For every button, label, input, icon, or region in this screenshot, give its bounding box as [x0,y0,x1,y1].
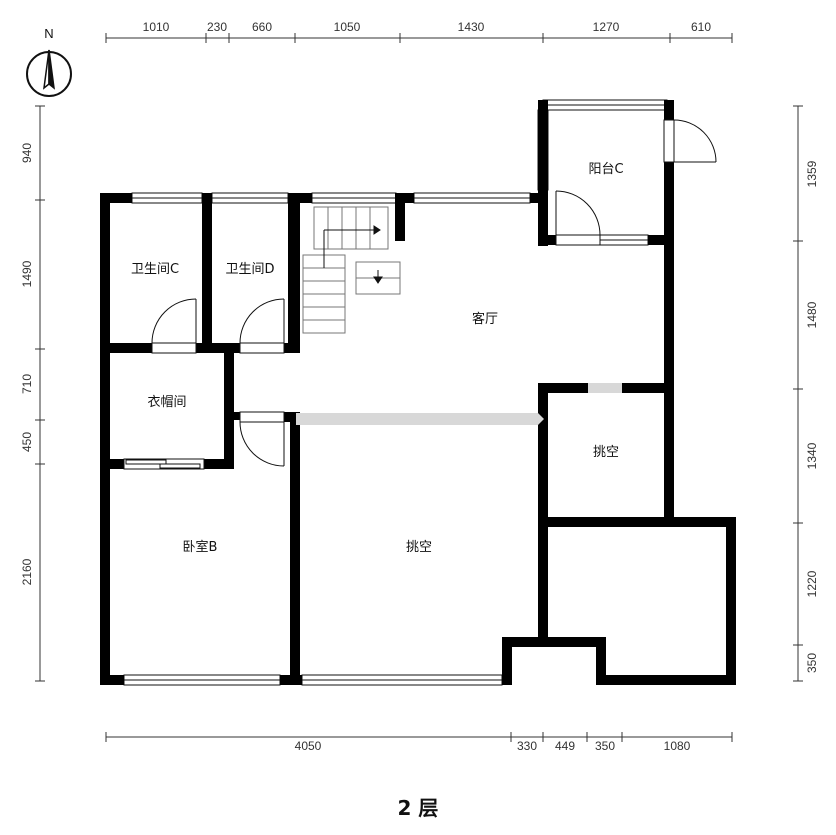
compass-icon [26,49,72,97]
dim-left-5: 2160 [20,558,34,585]
doors [123,119,717,470]
stair-arrows [323,225,383,284]
dim-top-7: 610 [691,20,711,34]
dim-top-3: 660 [252,20,272,34]
compass-north-label: N [44,26,53,41]
railing [296,413,544,425]
staircase [302,206,401,334]
dim-right-4: 1220 [805,570,819,597]
dim-right-3: 1340 [805,442,819,469]
dim-bottom-4: 350 [595,739,615,753]
room-label-bath-c: 卫生间C [131,262,179,277]
dim-top-2: 230 [207,20,227,34]
dim-bottom-5: 1080 [664,739,691,753]
dim-right-5: 350 [805,653,819,673]
dim-bottom-2: 330 [517,739,537,753]
room-label-void-right: 挑空 [593,445,619,460]
dim-top-6: 1270 [593,20,620,34]
walls [100,100,736,685]
room-label-living: 客厅 [472,311,498,327]
floor-label: 2 层 [398,796,439,820]
dim-right-2: 1480 [805,301,819,328]
room-label-balcony-c: 阳台C [588,162,623,177]
dim-top-5: 1430 [458,20,485,34]
dim-left-4: 450 [20,432,34,452]
dim-right-1: 1359 [805,160,819,187]
dim-top-4: 1050 [334,20,361,34]
dim-bottom-3: 449 [555,739,575,753]
dim-left-2: 1490 [20,260,34,287]
room-label-cloakroom: 衣帽间 [147,394,186,410]
dim-left-1: 940 [20,143,34,163]
room-label-void-center: 挑空 [406,540,432,555]
room-label-bedroom-b: 卧室B [183,539,218,555]
opening [588,383,622,393]
dim-top-1: 1010 [143,20,170,34]
room-label-bath-d: 卫生间D [225,262,274,277]
dim-bottom-1: 4050 [295,739,322,753]
dim-left-3: 710 [20,374,34,394]
dimension-lines [35,33,803,742]
